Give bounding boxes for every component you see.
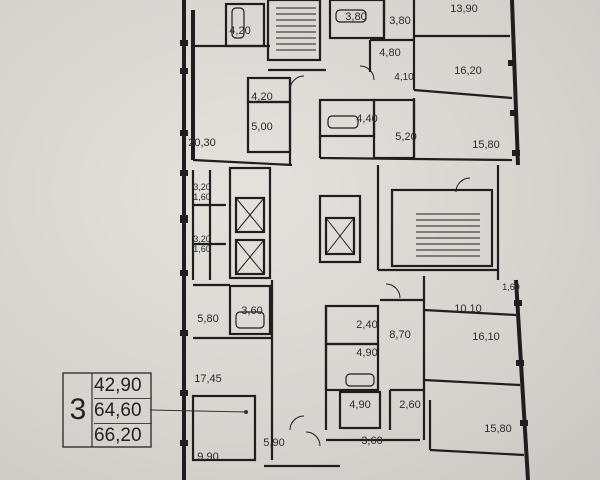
right-exterior-wall-lower	[514, 279, 530, 480]
room-area-label: 4,80	[379, 47, 400, 59]
partition-wall	[423, 378, 521, 387]
room-area-label: 3,80	[345, 11, 366, 23]
room-area-labels: 13,90 4,20 3,80 3,80 4,80 16,20 4,10 4,20 5,00 4,…	[188, 3, 520, 463]
bathtub	[345, 373, 375, 387]
room-area-label: 5,80	[197, 313, 218, 325]
elevator-shaft	[324, 216, 356, 256]
door-swing	[305, 431, 321, 447]
room-area-label: 4,40	[356, 113, 377, 125]
window-mark	[180, 440, 188, 446]
room-wall	[191, 394, 257, 462]
door-swing	[289, 415, 305, 431]
window-mark	[512, 150, 520, 156]
partition-wall	[192, 158, 293, 167]
door-swings	[289, 65, 471, 447]
window-mark	[180, 170, 188, 176]
stair-enclosure	[390, 188, 494, 268]
window-mark	[180, 330, 188, 336]
elevator-block	[228, 166, 272, 280]
apartment-legend: 3 42,90 64,60 66,20	[62, 372, 248, 448]
room-area-label: 5,20	[395, 131, 416, 143]
staircase-treads	[276, 7, 480, 257]
room-area-label: 17,45	[194, 373, 222, 385]
bathtub	[235, 311, 265, 329]
right-exterior-wall	[510, 0, 520, 166]
bathroom-wall	[228, 284, 272, 336]
stair-enclosure	[266, 0, 322, 62]
door-swing	[455, 177, 471, 193]
room-area-label: 2,60	[399, 399, 420, 411]
window-mark	[180, 130, 188, 136]
partition-wall	[319, 156, 513, 162]
bathtubs	[231, 7, 375, 387]
apartment-number: 3	[69, 393, 87, 426]
door-swing	[289, 75, 305, 91]
window-mark	[180, 215, 188, 223]
room-area-label: 15,80	[484, 423, 512, 435]
living-area-value: 42,90	[94, 375, 142, 396]
bathtub	[327, 115, 359, 129]
room-area-label: 3,60	[361, 435, 382, 447]
partition-wall	[423, 308, 517, 317]
room-area-label: 5,90	[263, 437, 284, 449]
door-swing	[359, 65, 375, 81]
room-area-label: 3,20	[193, 234, 211, 244]
room-area-label: 3,60	[241, 305, 262, 317]
window-mark	[510, 110, 518, 116]
total-area-value: 64,60	[94, 398, 152, 423]
elevator-shaft	[234, 196, 266, 234]
room-area-label: 13,90	[450, 3, 478, 15]
room-area-label: 1,60	[193, 244, 211, 254]
windows	[180, 40, 528, 446]
window-mark	[514, 300, 522, 306]
window-mark	[508, 60, 516, 66]
room-area-label: 1,60	[502, 282, 520, 292]
window-mark	[180, 270, 188, 276]
room-area-label: 20,30	[188, 137, 216, 149]
total-area-with-balcony-value: 66,20	[94, 423, 152, 448]
bathroom-wall	[338, 390, 382, 430]
room-area-label: 9,90	[197, 451, 218, 463]
elevator-shaft	[234, 238, 266, 276]
apartment-area-list: 42,90 64,60 66,20	[94, 374, 152, 448]
exterior-walls	[182, 0, 530, 480]
room-area-label: 10,10	[454, 303, 482, 315]
room-area-label: 4,20	[251, 91, 272, 103]
room-area-label: 8,70	[389, 329, 410, 341]
bathtub	[231, 7, 245, 39]
window-mark	[180, 68, 188, 74]
partition-wall	[429, 448, 525, 457]
legend-leader-line	[150, 409, 248, 414]
room-area-label: 16,20	[454, 65, 482, 77]
room-area-label: 4,90	[349, 399, 370, 411]
room-area-label: 5,00	[251, 121, 272, 133]
room-area-label: 4,90	[356, 347, 377, 359]
bathroom-wall	[372, 98, 416, 160]
room-area-label: 4,10	[394, 72, 414, 83]
window-mark	[520, 420, 528, 426]
bathtub	[335, 9, 367, 23]
partition-wall	[413, 88, 513, 100]
elevator-block	[318, 194, 362, 264]
window-mark	[180, 390, 188, 396]
room-area-label: 4,20	[229, 25, 250, 37]
room-area-label: 2,40	[356, 319, 377, 331]
room-area-label: 3,80	[389, 15, 410, 27]
window-mark	[180, 40, 188, 46]
room-area-label: 1,60	[193, 192, 211, 202]
room-area-label: 15,80	[472, 139, 500, 151]
room-area-label: 16,10	[472, 331, 500, 343]
interior-walls	[191, 0, 525, 468]
elevator-crosses	[235, 197, 355, 275]
room-area-label: 3,20	[193, 182, 211, 192]
door-swing	[385, 283, 401, 299]
window-mark	[516, 360, 524, 366]
